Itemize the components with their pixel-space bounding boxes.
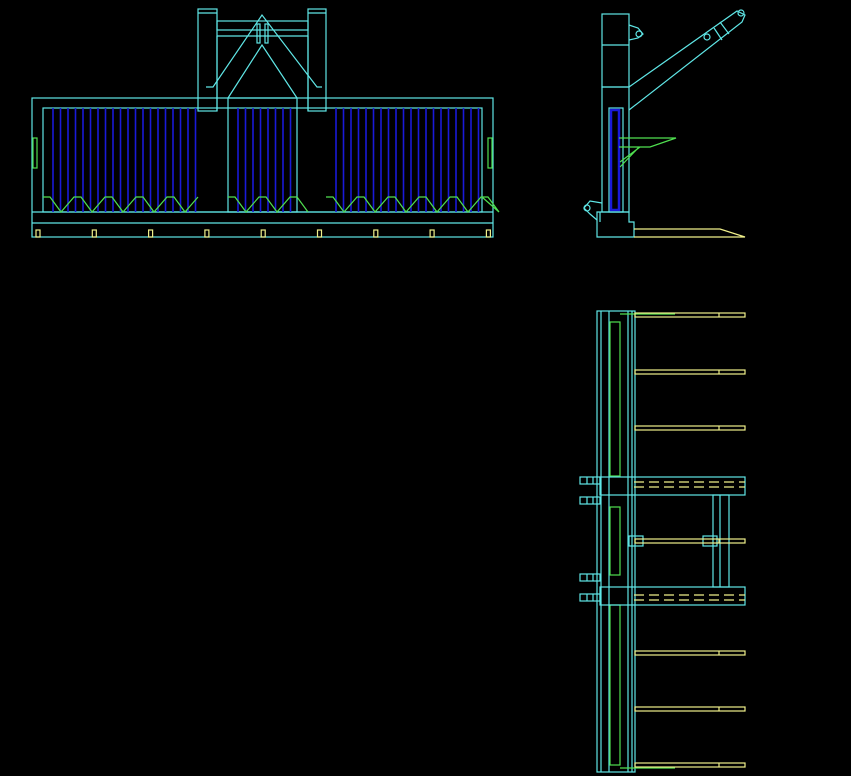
tine-tip (260, 229, 266, 238)
arm-band-1 (713, 27, 723, 41)
clamp-left (628, 535, 644, 547)
arm-band-2 (719, 21, 730, 35)
right-post (307, 8, 327, 112)
tine-tip (429, 229, 435, 238)
lower-lug-hole (583, 204, 591, 212)
mesh-section-bottom (609, 604, 621, 766)
outer-frame (31, 97, 494, 238)
tine-tip (35, 229, 41, 238)
front-view (31, 8, 500, 238)
side-tine (634, 228, 746, 238)
tine-tip (485, 229, 491, 238)
clamp-right (702, 535, 718, 547)
mesh-zigzag (43, 196, 199, 213)
tine (634, 650, 746, 656)
mount-bracket (579, 573, 601, 582)
arm-pin-end (737, 9, 745, 17)
upper-column (601, 13, 630, 88)
top-view (579, 310, 746, 773)
a-frame-inner (227, 43, 298, 99)
top-crossbeam (216, 20, 309, 31)
side-brace (619, 137, 677, 168)
right-hinge (487, 137, 493, 169)
side-view (583, 9, 746, 238)
column-base (596, 211, 635, 238)
a-frame-outer (206, 13, 322, 88)
tine-tip (316, 229, 323, 238)
rear-frame (712, 494, 730, 588)
mount-bracket (579, 496, 601, 505)
pin-left (256, 23, 261, 44)
mesh-zigzag (326, 196, 500, 213)
tine-tip (204, 229, 210, 238)
tine (634, 706, 746, 712)
crossbar-upper (599, 476, 746, 496)
tine-tip (373, 229, 379, 238)
mount-bracket (579, 593, 601, 602)
crossbar-lower (599, 586, 746, 606)
pin-right (264, 23, 269, 44)
mesh-section-top (609, 321, 621, 477)
mount-bracket (579, 476, 601, 485)
left-post (197, 8, 218, 112)
tine (634, 312, 746, 318)
mesh-section-mid (609, 506, 621, 576)
left-hinge (32, 137, 38, 169)
tine-tip (91, 229, 97, 238)
mesh-zigzag (228, 196, 309, 213)
tine (634, 369, 746, 375)
panel-bars-side (609, 108, 621, 212)
upper-lug-hole (635, 30, 643, 38)
tine-tip (148, 229, 154, 238)
tine (634, 762, 746, 768)
center-panel (227, 97, 298, 213)
tine (634, 425, 746, 431)
upper-lug (628, 24, 644, 41)
tine (634, 538, 746, 544)
lower-column (601, 86, 630, 213)
arm-pin-mid (703, 33, 711, 41)
top-link-arm (628, 10, 746, 111)
